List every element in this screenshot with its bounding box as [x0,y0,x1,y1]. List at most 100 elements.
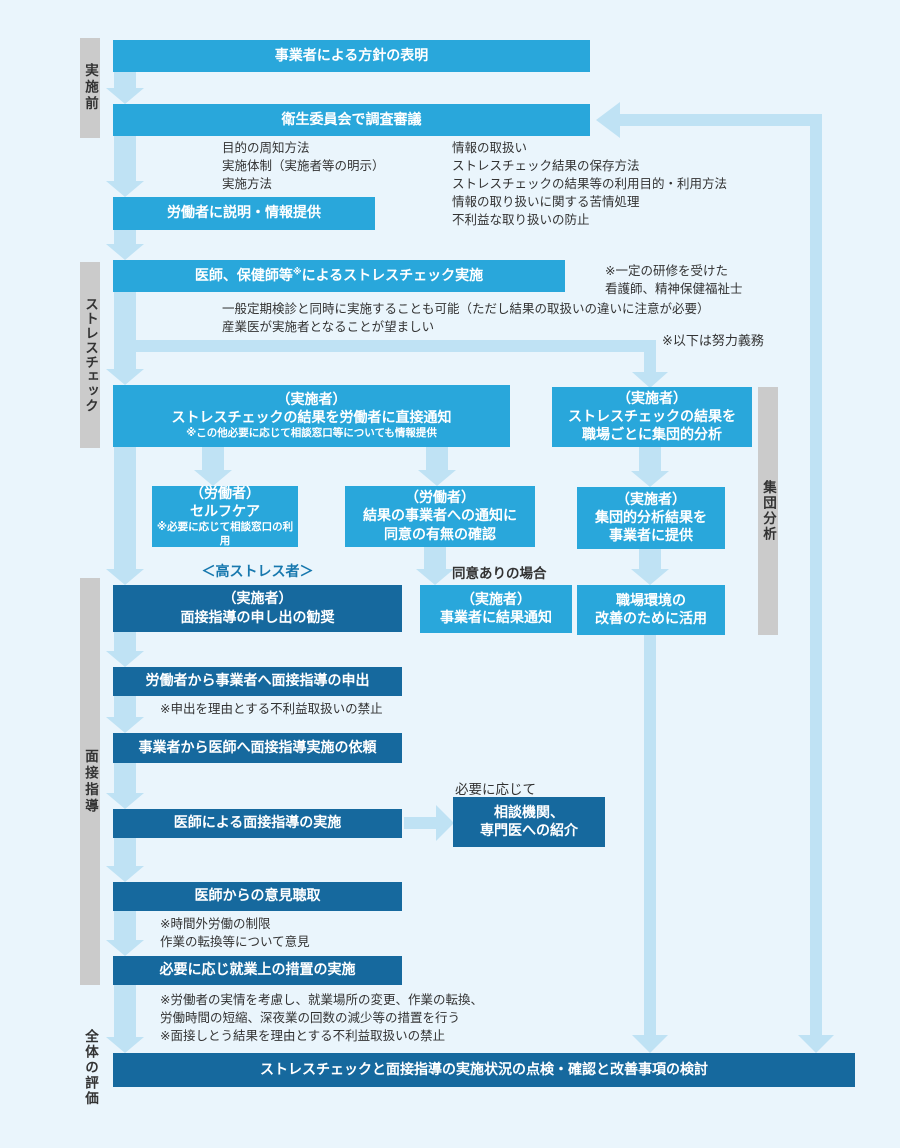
note-line: 一般定期検診と同時に実施することも可能（ただし結果の取扱いの違いに注意が必要） [222,301,710,316]
box-label: 医師、保健師等※によるストレスチェック実施 [194,267,484,284]
arrow-measures-to-review [106,985,144,1053]
box-label: 事業者から医師へ面接指導実施の依頼 [138,739,377,756]
box-provide-employer: （実施者） 集団的分析結果を 事業者に提供 [577,487,725,549]
box-label-line: 同意の有無の確認 [384,526,496,543]
box-doctor-interview: 医師による面接指導の実施 [113,809,402,838]
label-as-needed: 必要に応じて [455,782,536,798]
phase-bar-stress-check: ストレスチェック [80,262,100,448]
box-review: ストレスチェックと面接指導の実施状況の点検・確認と改善事項の検討 [113,1053,855,1087]
box-label: 事業者による方針の表明 [274,47,429,64]
phase-bar-pre-implementation: 実施前 [80,38,100,138]
arrow-improve-to-review [632,635,668,1053]
box-policy: 事業者による方針の表明 [113,40,590,72]
box-label: 労働者に説明・情報提供 [167,205,321,222]
arrow-feedback-loop [596,102,834,1053]
box-label-line: （労働者） [405,490,475,507]
box-label-line: 専門医への紹介 [480,823,578,839]
phase-label: 実施前 [82,63,98,113]
label-high-stress: ＜高ストレス者＞ [201,564,314,580]
box-improve-workplace: 職場環境の 改善のために活用 [577,585,725,635]
phase-label: 全体の評価 [82,1028,98,1107]
box-label-line: （実施者） [617,390,687,407]
arrow-apply-to-request [106,696,144,733]
phase-bar-interview-guidance: 面接指導 [80,578,100,985]
note-line: 産業医が実施者となることが望ましい [222,319,435,334]
box-inform-workers: 労働者に説明・情報提供 [113,197,375,230]
note-line: ストレスチェック結果の保存方法 [452,158,640,173]
box-conduct-stress-check: 医師、保健師等※によるストレスチェック実施 [113,260,565,292]
box-label-line: （実施者） [276,391,347,408]
box-consent-check: （労働者） 結果の事業者への通知に 同意の有無の確認 [345,486,535,547]
box-label-line: 面接指導の申し出の勧奨 [180,609,335,626]
arrow-committee-to-inform [106,136,144,197]
phase-label: 面接指導 [82,748,98,815]
arrow-notify-to-selfcare [194,447,232,486]
box-notify-worker: （実施者） ストレスチェックの結果を労働者に直接通知 ※この他必要に応じて相談窓… [113,385,510,447]
box-label: 必要に応じ就業上の措置の実施 [159,962,356,979]
arrow-recommend-to-apply [106,632,144,667]
box-label: ストレスチェックと面接指導の実施状況の点検・確認と改善事項の検討 [260,1061,708,1078]
box-label-line: ストレスチェックの結果を [568,408,736,425]
note-line: ※面接しとう結果を理由とする不利益取扱いの禁止 [160,1028,446,1043]
box-selfcare: （労働者） セルフケア ※必要に応じて相談窓口の利用 [152,486,298,547]
box-label-line: （実施者） [222,591,293,608]
arrow-interview-to-opinion [106,838,144,882]
box-recommend-interview: （実施者） 面接指導の申し出の勧奨 [113,585,402,632]
arrow-group-to-provide [631,447,669,487]
box-label-line: （労働者） [190,485,260,502]
box-label-line: 事業者に結果通知 [440,610,552,626]
box-label: 医師からの意見聴取 [194,888,321,905]
box-take-measures: 必要に応じ就業上の措置の実施 [113,956,402,985]
box-apply-interview: 労働者から事業者へ面接指導の申出 [113,667,402,696]
note-line: 情報の取扱い [452,140,528,155]
box-notify-employer: （実施者） 事業者に結果通知 [420,585,572,633]
arrow-notify-to-consent [418,447,456,486]
note-line: ※労働者の実情を考慮し、就業場所の変更、作業の転換、 [160,992,483,1007]
box-label-line: （実施者） [461,591,531,608]
note-conduct: 一般定期検診と同時に実施することも可能（ただし結果の取扱いの違いに注意が必要） … [222,300,710,336]
note-line: 労働時間の短縮、深夜業の回数の減少等の措置を行う [160,1010,461,1025]
arrow-consent-to-notify-employer [416,547,454,585]
box-label-line: ストレスチェックの結果を労働者に直接通知 [171,410,452,427]
arrow-policy-to-committee [106,72,144,104]
box-label: 衛生委員会で調査審議 [281,111,422,128]
box-committee: 衛生委員会で調査審議 [113,104,590,136]
box-label-line: セルフケア [190,503,260,520]
arrow-conduct-to-notify [106,292,144,385]
box-label-line: （実施者） [616,491,686,508]
note-line: 情報の取り扱いに関する苦情処理 [452,194,640,209]
reference-mark: ※ [292,267,302,278]
note-line: 看護師、精神保健福祉士 [605,281,743,296]
label-effort-duty: ※以下は努力義務 [662,334,764,349]
box-request-doctor: 事業者から医師へ面接指導実施の依頼 [113,733,402,763]
note-line: ストレスチェックの結果等の利用目的・利用方法 [452,176,728,191]
note-committee-right: 情報の取扱い ストレスチェック結果の保存方法 ストレスチェックの結果等の利用目的… [452,139,727,229]
note-measures: ※労働者の実情を考慮し、就業場所の変更、作業の転換、 労働時間の短縮、深夜業の回… [160,991,483,1045]
box-label-line: 相談機関、 [494,804,564,821]
box-label-line: 職場環境の [616,592,686,609]
box-referral: 相談機関、 専門医への紹介 [453,797,605,847]
label-with-consent: 同意ありの場合 [452,566,547,582]
note-line: 不利益な取り扱いの防止 [452,212,590,227]
note-committee-left: 目的の周知方法 実施体制（実施者等の明示） 実施方法 [222,139,385,193]
note-line: 目的の周知方法 [222,140,310,155]
box-label-line: 事業者に提供 [609,528,693,545]
arrow-request-to-interview [106,763,144,809]
arrow-provide-to-improve [631,549,669,585]
arrow-branch-to-group-analysis [125,340,668,388]
phase-label: 集団分析 [760,480,776,542]
note-practitioner: ※一定の研修を受けた 看護師、精神保健福祉士 [605,262,743,298]
note-line: ※時間外労働の制限 [160,916,271,931]
box-label-line: 職場ごとに集団的分析 [582,427,722,444]
phase-bar-group-analysis: 集団分析 [758,387,778,635]
note-line: ※申出を理由とする不利益取扱いの禁止 [160,701,383,716]
box-label-line: 改善のために活用 [595,611,707,627]
arrow-notify-to-recommend [106,447,144,585]
box-label: 医師による面接指導の実施 [173,815,342,832]
note-line: 実施体制（実施者等の明示） [222,158,385,173]
box-label-line: 集団的分析結果を [595,509,707,526]
phase-label: ストレスチェック [82,297,98,413]
note-opinion: ※時間外労働の制限 作業の転換等について意見 [160,915,310,951]
